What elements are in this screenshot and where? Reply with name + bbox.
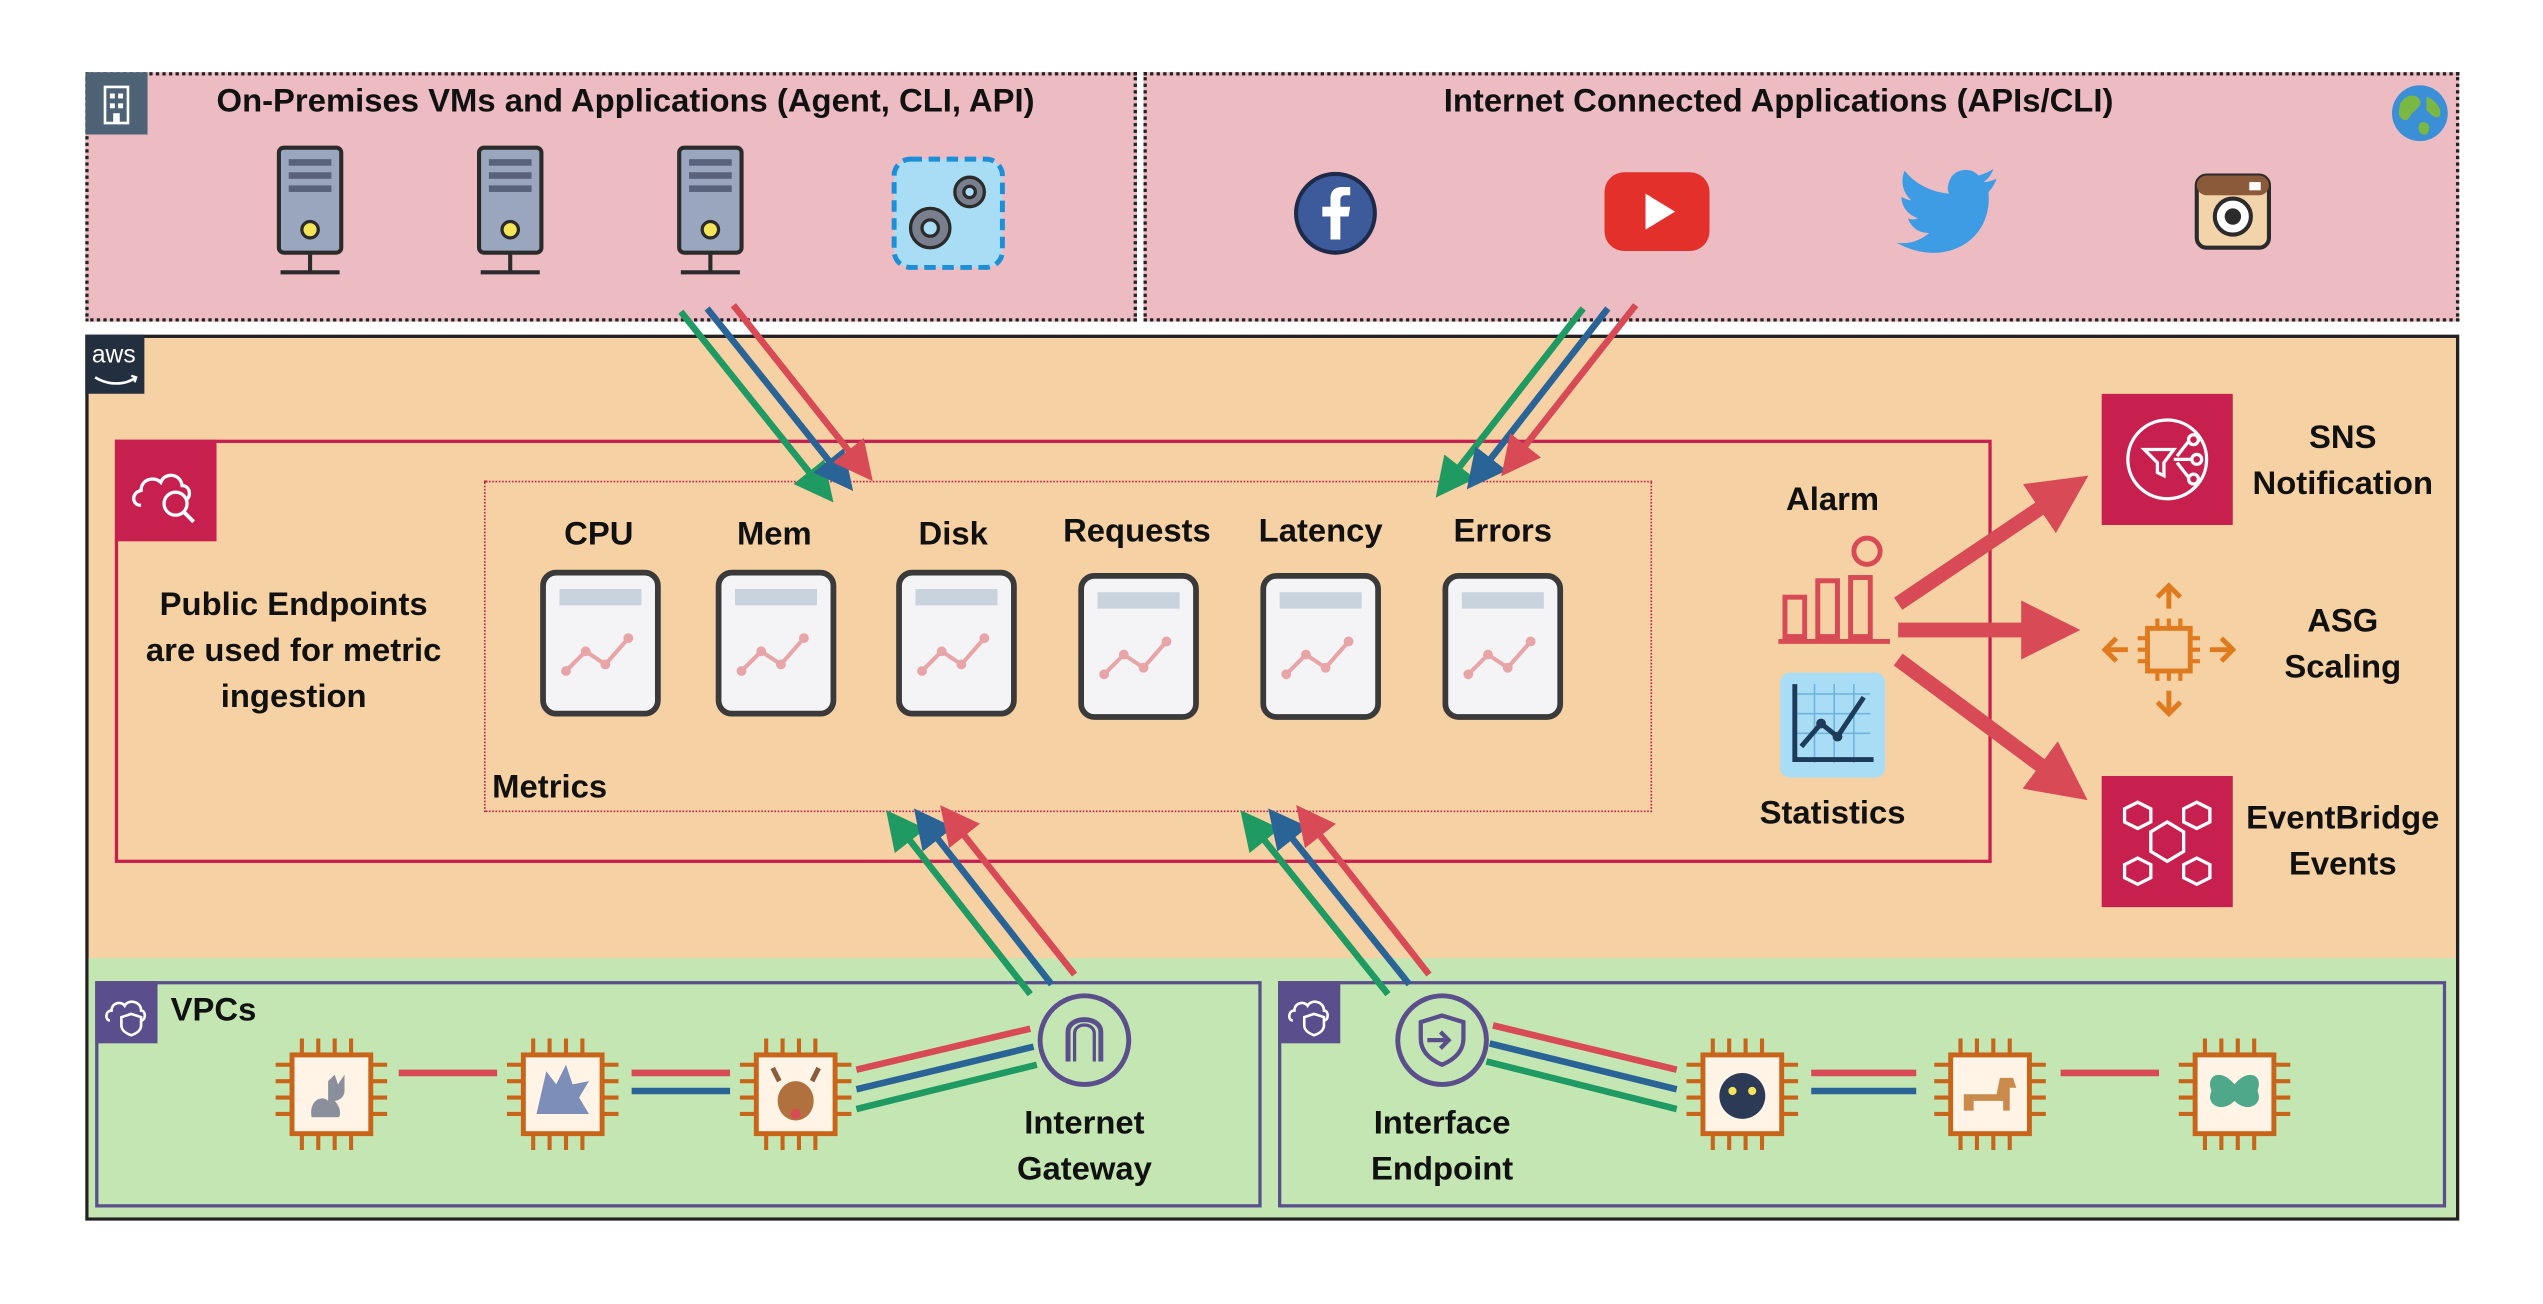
arrow-internet-blue bbox=[1466, 306, 1611, 490]
server-icon bbox=[676, 144, 745, 290]
arrow-endpoint-green bbox=[1240, 810, 1391, 997]
dragon-icon bbox=[504, 1035, 622, 1161]
asg-label-line1: ASG bbox=[2307, 603, 2379, 640]
arrow-gateway-green bbox=[886, 809, 1033, 997]
metric-card-icon bbox=[1078, 572, 1199, 729]
link-deer-gateway-blue bbox=[855, 1043, 1035, 1093]
metric-card-icon bbox=[896, 569, 1017, 725]
alarm-chart-icon bbox=[1775, 528, 1893, 654]
metric-card-icon bbox=[540, 569, 661, 725]
arrow-gateway-blue bbox=[913, 808, 1055, 987]
internet-gateway-label-line2: Gateway bbox=[1016, 1151, 1152, 1188]
statistics-chart-icon bbox=[1778, 671, 1886, 787]
vpcs-title: VPCs bbox=[170, 992, 257, 1029]
cloudwatch-icon bbox=[114, 439, 217, 550]
arrow-internet-red bbox=[1501, 303, 1639, 477]
metric-card-icon bbox=[715, 569, 837, 725]
arrow-endpoint-red bbox=[1296, 805, 1432, 977]
arrow-gateway-red bbox=[940, 805, 1078, 977]
arrow-onprem-red bbox=[730, 303, 873, 482]
metric-label-requests: Requests bbox=[1063, 513, 1211, 550]
link-deer-gateway-red bbox=[855, 1025, 1032, 1073]
server-icon bbox=[276, 144, 345, 290]
instagram-icon bbox=[2193, 172, 2272, 259]
panther-icon bbox=[1683, 1035, 1801, 1161]
interface-endpoint-icon bbox=[1395, 993, 1490, 1096]
arrow-alarm-eventbridge bbox=[1893, 653, 2088, 801]
vpc-strip bbox=[88, 958, 2456, 1218]
statistics-label: Statistics bbox=[1759, 795, 1906, 832]
deer-icon bbox=[737, 1035, 855, 1161]
metrics-panel bbox=[483, 480, 1653, 813]
asg-icon bbox=[2101, 582, 2237, 725]
internet-gateway-icon bbox=[1037, 993, 1132, 1096]
metric-label-cpu: CPU bbox=[564, 516, 634, 553]
interface-endpoint-label-line1: Interface bbox=[1373, 1105, 1511, 1142]
facebook-icon bbox=[1293, 171, 1378, 265]
metrics-label: Metrics bbox=[492, 769, 608, 806]
aws-logo: aws bbox=[85, 334, 145, 394]
vpc-right-panel bbox=[1278, 981, 2447, 1208]
butterfly-icon bbox=[2175, 1035, 2293, 1161]
metric-label-latency: Latency bbox=[1258, 513, 1383, 550]
cat-icon bbox=[272, 1035, 390, 1161]
vpc-left-panel bbox=[95, 981, 1262, 1208]
arrow-alarm-sns bbox=[1894, 475, 2089, 610]
link-deer-gateway-green bbox=[855, 1061, 1038, 1113]
vpc-icon bbox=[95, 981, 158, 1052]
link-endpoint-panther-red bbox=[1492, 1022, 1678, 1073]
metric-label-mem: Mem bbox=[736, 516, 812, 553]
metric-card-icon bbox=[1442, 572, 1564, 729]
vpc-icon bbox=[1278, 981, 1341, 1052]
arrow-onprem-green bbox=[678, 309, 834, 503]
globe-icon bbox=[2390, 84, 2449, 151]
arrow-endpoint-blue bbox=[1268, 808, 1412, 987]
internet-gateway-label-line1: Internet bbox=[1024, 1105, 1145, 1142]
sns-label-line2: Notification bbox=[2252, 465, 2434, 503]
eventbridge-icon bbox=[2101, 776, 2233, 915]
twitter-icon bbox=[1895, 167, 2000, 264]
gears-icon bbox=[891, 156, 1006, 279]
on-premises-title: On-Premises VMs and Applications (Agent,… bbox=[216, 83, 1035, 120]
eventbridge-label-line1: EventBridge bbox=[2246, 800, 2440, 837]
building-icon bbox=[85, 72, 148, 143]
arrow-onprem-blue bbox=[704, 306, 854, 491]
asg-label-line2: Scaling bbox=[2284, 649, 2402, 686]
link-endpoint-panther-blue bbox=[1488, 1040, 1678, 1093]
dog-icon bbox=[1931, 1035, 2049, 1161]
sns-icon bbox=[2101, 393, 2233, 533]
eventbridge-label-line2: Events bbox=[2288, 846, 2397, 883]
internet-apps-title: Internet Connected Applications (APIs/CL… bbox=[1443, 83, 2114, 120]
server-icon bbox=[476, 144, 545, 290]
public-endpoints-note: Public Endpoints are used for metric ing… bbox=[145, 587, 442, 716]
metric-label-errors: Errors bbox=[1453, 513, 1553, 550]
aws-logo-text: aws bbox=[91, 341, 136, 370]
cloudwatch-panel bbox=[114, 439, 1992, 863]
link-endpoint-panther-green bbox=[1485, 1058, 1678, 1113]
metric-label-disk: Disk bbox=[918, 516, 988, 553]
metric-card-icon bbox=[1260, 572, 1381, 729]
interface-endpoint-label-line2: Endpoint bbox=[1371, 1151, 1514, 1188]
alarm-label: Alarm bbox=[1786, 482, 1880, 519]
sns-label-line1: SNS bbox=[2309, 419, 2377, 457]
youtube-icon bbox=[1603, 171, 1711, 261]
